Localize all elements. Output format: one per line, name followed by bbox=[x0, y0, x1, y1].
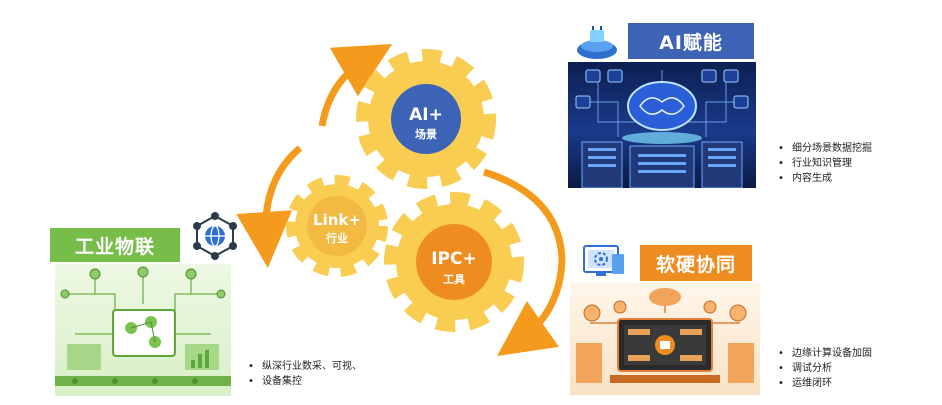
hardware-bullet-3: 运维闭环 bbox=[778, 376, 872, 391]
monitor-gear-icon bbox=[583, 245, 624, 276]
ai-bullet-list: 细分场景数据挖掘 行业知识管理 内容生成 bbox=[778, 141, 872, 186]
gear-ai-line1: AI+ bbox=[409, 105, 443, 125]
gear-link-line1: Link+ bbox=[313, 211, 361, 229]
hardware-section-title: 软硬协同 bbox=[640, 245, 752, 281]
gear-link-line2: 行业 bbox=[325, 231, 348, 245]
hardware-bullet-2: 调试分析 bbox=[778, 361, 872, 376]
arrow-left bbox=[236, 145, 303, 268]
gear-ipc-line1: IPC+ bbox=[431, 249, 477, 269]
iot-bullet-list: 纵深行业数采、可视、 设备集控 bbox=[248, 359, 362, 389]
gear-ipc-line2: 工具 bbox=[443, 273, 465, 286]
gear-hub-ai bbox=[391, 84, 461, 154]
hardware-bullet-1: 边缘计算设备加固 bbox=[778, 346, 872, 361]
ai-scene-image bbox=[568, 62, 756, 188]
iot-scene-image bbox=[55, 264, 231, 396]
hardware-scene-image bbox=[570, 283, 760, 395]
arrow-top bbox=[318, 43, 393, 127]
gear-ai-line2: 场景 bbox=[415, 127, 437, 141]
arrow-right bbox=[482, 168, 566, 357]
cloud-chip-icon bbox=[577, 26, 617, 59]
ai-bullet-2: 行业知识管理 bbox=[778, 156, 872, 171]
hardware-bullet-list: 边缘计算设备加固 调试分析 运维闭环 bbox=[778, 346, 872, 391]
ai-section-title: AI赋能 bbox=[628, 23, 754, 59]
ai-bullet-1: 细分场景数据挖掘 bbox=[778, 141, 872, 156]
iot-bullet-2: 设备集控 bbox=[248, 374, 362, 389]
gear-hub-link bbox=[307, 196, 367, 256]
network-globe-icon bbox=[193, 212, 237, 260]
gear-hub-ipc bbox=[416, 224, 492, 300]
ai-bullet-3: 内容生成 bbox=[778, 171, 872, 186]
iot-bullet-1: 纵深行业数采、可视、 bbox=[248, 359, 362, 374]
iot-section-title: 工业物联 bbox=[50, 228, 180, 262]
